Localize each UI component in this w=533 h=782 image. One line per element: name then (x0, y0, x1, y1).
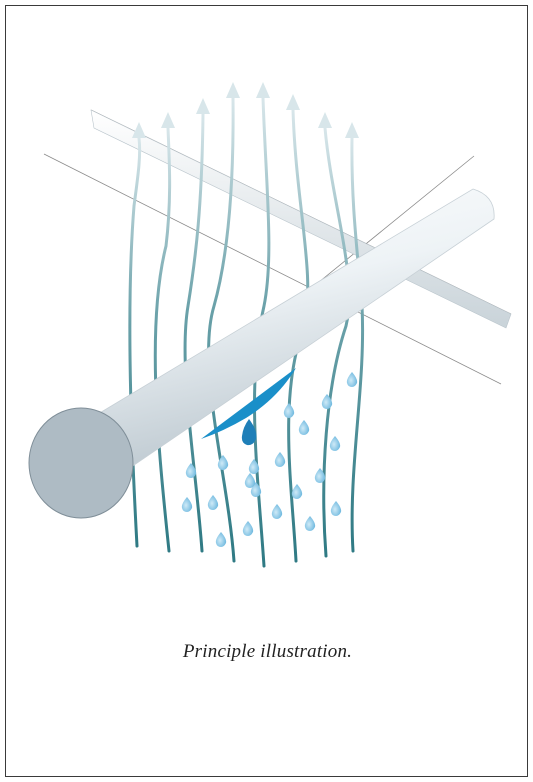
water-droplet-icon (216, 532, 226, 547)
water-droplet-icon (292, 484, 302, 499)
water-droplet-icon (330, 436, 340, 451)
figure-caption: Principle illustration. (6, 641, 529, 663)
water-droplet-icon (208, 495, 218, 510)
arrow-up-icon (132, 122, 146, 138)
flow-line (155, 128, 169, 551)
water-droplet-icon (243, 521, 253, 536)
arrow-up-icon (345, 122, 359, 138)
water-droplet-icon (182, 497, 192, 512)
arrow-up-icon (256, 82, 270, 98)
water-droplet-icon (272, 504, 282, 519)
pipe-end (29, 408, 133, 518)
water-droplet-icon (347, 372, 357, 387)
water-droplet-icon (275, 452, 285, 467)
arrow-up-icon (196, 98, 210, 114)
figure-frame: Principle illustration. (5, 5, 528, 777)
pipe-body (78, 189, 494, 476)
flow-line (352, 138, 363, 551)
arrow-up-icon (226, 82, 240, 98)
principle-illustration (6, 6, 529, 606)
arrow-up-icon (286, 94, 300, 110)
flow-line (185, 114, 203, 551)
water-droplet-icon (331, 501, 341, 516)
water-droplet-icon (245, 473, 255, 488)
water-droplet-icon (299, 420, 309, 435)
water-droplet-icon (284, 403, 294, 418)
flow-line (130, 138, 140, 546)
flow-line (209, 98, 234, 561)
flow-line (324, 128, 349, 556)
water-droplet-icon (305, 516, 315, 531)
arrow-up-icon (318, 112, 332, 128)
arrow-up-icon (161, 112, 175, 128)
